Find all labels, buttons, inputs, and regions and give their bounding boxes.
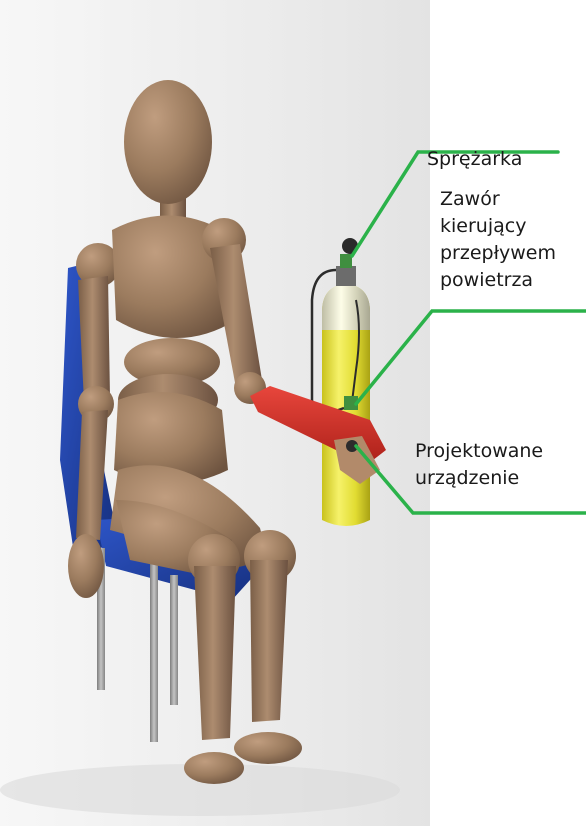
label-line: powietrza	[440, 267, 556, 294]
label-line: Zawór	[440, 186, 556, 213]
label-line: urządzenie	[415, 465, 543, 492]
label-device: Projektowane urządzenie	[415, 438, 543, 492]
label-line: kierujący	[440, 213, 556, 240]
label-compressor: Sprężarka	[427, 146, 522, 173]
label-line: Projektowane	[415, 438, 543, 465]
label-valve: Zawór kierujący przepływem powietrza	[440, 186, 556, 294]
label-line: Sprężarka	[427, 146, 522, 173]
label-line: przepływem	[440, 240, 556, 267]
